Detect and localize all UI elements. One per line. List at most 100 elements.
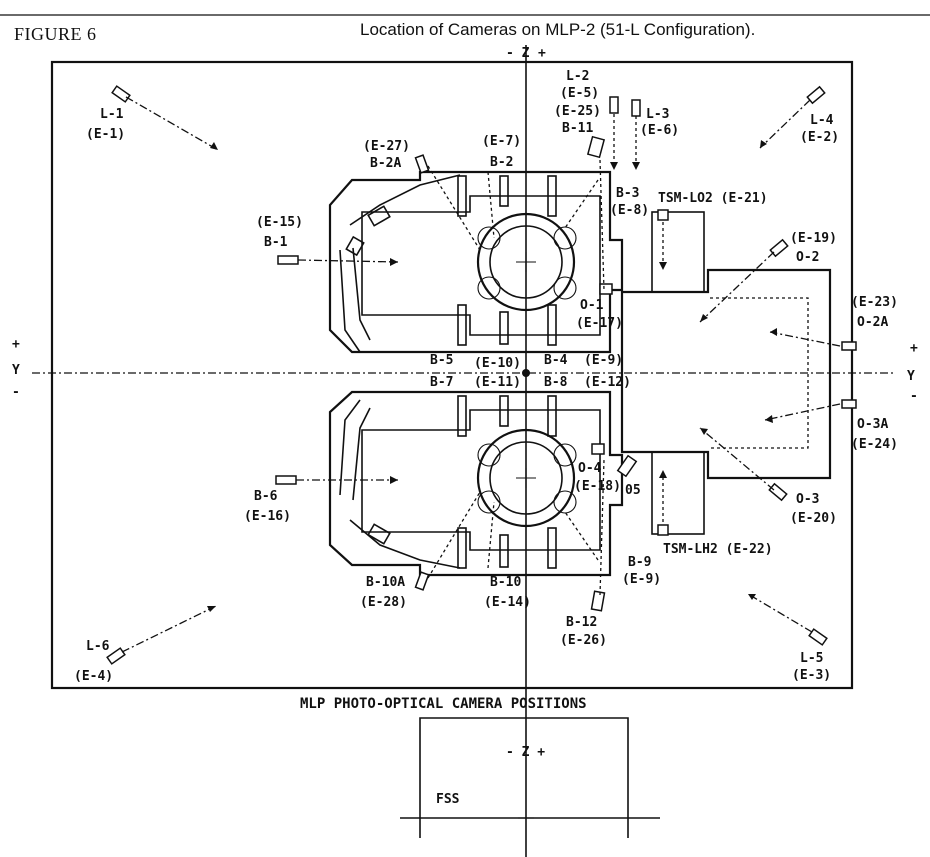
label-e8: (E-8) [610,203,649,218]
view-lines [121,96,841,653]
label-b10a: B-10A [366,575,405,590]
diagram-caption: MLP PHOTO-OPTICAL CAMERA POSITIONS [300,696,587,712]
label-e5: (E-5) [560,86,599,101]
camera-b12 [590,590,606,612]
figure-title: Location of Cameras on MLP-2 (51-L Confi… [360,20,755,39]
camera-tsm-lh2 [657,524,669,536]
camera-tsm-lo2 [657,209,669,221]
y-right-plus: + [910,341,918,356]
camera-o3a [841,399,857,409]
label-b7: B-7 [430,375,453,390]
label-e4: (E-4) [74,669,113,684]
label-e28: (E-28) [360,595,407,610]
camera-o3 [768,482,788,502]
label-l4: L-4 [810,113,834,128]
label-b1: B-1 [264,235,288,250]
label-e27: (E-27) [363,139,410,154]
label-e16: (E-16) [244,509,291,524]
center-point [522,369,530,377]
z-bottom-label: - Z + [506,745,545,760]
label-e9a: (E-9) [584,353,623,368]
lower-srb-structure [328,390,624,577]
camera-labels: L-1 (E-1) L-2 (E-5) (E-25) B-11 L-3 (E-6… [74,69,898,684]
label-l2: L-2 [566,69,589,84]
label-tsm-lo2: TSM-LO2 (E-21) [658,191,768,206]
label-e17: (E-17) [576,316,623,331]
z-minus-label: - Z [506,46,530,61]
tsm-lo2-structure [651,211,705,293]
z-plus-label: + [538,46,546,61]
label-l3: L-3 [646,107,669,122]
upper-srb-hole [476,212,576,312]
label-e1: (E-1) [86,127,125,142]
label-e26: (E-26) [560,633,607,648]
label-e14: (E-14) [484,595,531,610]
label-e3: (E-3) [792,668,831,683]
label-e15: (E-15) [256,215,303,230]
mlp-platform-outline [50,60,854,690]
label-b6: B-6 [254,489,278,504]
label-b2a: B-2A [370,156,401,171]
label-o2: O-2 [796,250,819,265]
label-o5: 05 [625,483,641,498]
y-left-minus: - [12,385,20,400]
camera-b1 [277,255,299,265]
label-o3a: O-3A [857,417,888,432]
tsm-lh2-structure [651,451,705,535]
label-b12: B-12 [566,615,597,630]
main-engine-opening [620,211,832,535]
label-e12: (E-12) [584,375,631,390]
camera-markers [106,85,857,665]
label-l1: L-1 [100,107,124,122]
label-e6: (E-6) [640,123,679,138]
label-b10: B-10 [490,575,521,590]
label-b4: B-4 [544,353,568,368]
label-o2a: O-2A [857,315,888,330]
label-e10: (E-10) [474,356,521,371]
camera-l6 [106,647,126,665]
upper-srb-structure [328,170,624,354]
label-l6: L-6 [86,639,110,654]
camera-l3 [631,99,641,117]
camera-o1 [599,283,613,295]
label-b11: B-11 [562,121,593,136]
label-b3: B-3 [616,186,639,201]
label-b5: B-5 [430,353,453,368]
y-right-label: Y [907,369,915,384]
label-e2: (E-2) [800,130,839,145]
y-left-plus: + [12,337,20,352]
label-e11: (E-11) [474,375,521,390]
label-e19: (E-19) [790,231,837,246]
label-e9b: (E-9) [622,572,661,587]
fss-label: FSS [436,792,460,807]
arrowheads [207,140,777,612]
label-b9: B-9 [628,555,651,570]
camera-b11 [586,135,606,159]
label-e18: (E-18) [574,479,621,494]
y-right-minus: - [910,389,918,404]
camera-o5 [616,454,638,478]
label-o4: O-4 [578,461,602,476]
label-o1: O-1 [580,298,604,313]
label-l5: L-5 [800,651,823,666]
figure-label: FIGURE 6 [14,24,97,44]
label-b8: B-8 [544,375,568,390]
label-e23: (E-23) [851,295,898,310]
camera-b10a [414,571,430,591]
camera-o4 [591,443,605,455]
camera-l1 [111,85,131,103]
camera-o2a [841,341,857,351]
y-left-label: Y [12,363,20,378]
lower-srb-hole [476,428,576,528]
label-b2: B-2 [490,155,513,170]
label-tsm-lh2: TSM-LH2 (E-22) [663,542,773,557]
camera-l2 [609,96,619,114]
fss-structure [400,700,660,857]
label-e20: (E-20) [790,511,837,526]
label-e25: (E-25) [554,104,601,119]
label-o3: O-3 [796,492,819,507]
label-e7: (E-7) [482,134,521,149]
label-e24: (E-24) [851,437,898,452]
camera-b2a [414,154,430,174]
